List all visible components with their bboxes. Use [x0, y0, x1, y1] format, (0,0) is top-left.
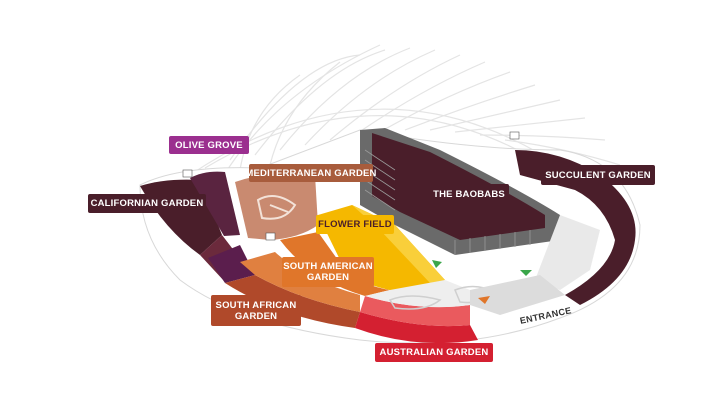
- label-succulent-text: SUCCULENT GARDEN: [545, 169, 651, 181]
- label-south-american-garden[interactable]: SOUTH AMERICAN GARDEN: [282, 257, 374, 287]
- label-south-african-line2: GARDEN: [234, 310, 278, 322]
- area-succulent-inner: [535, 215, 600, 290]
- area-succulent-outer: [565, 240, 635, 305]
- label-mediterranean-text: MEDITERRANEAN GARDEN: [245, 167, 377, 179]
- label-baobabs-text: THE BAOBABS: [433, 188, 505, 200]
- area-plaza: [365, 280, 470, 308]
- label-olive-grove-text: OLIVE GROVE: [175, 139, 243, 151]
- label-flower-field-text: FLOWER FIELD: [318, 219, 392, 230]
- label-australian-text: AUSTRALIAN GARDEN: [379, 347, 489, 358]
- area-australian-inner: [360, 296, 470, 327]
- area-purple-section: [208, 245, 255, 283]
- label-australian-garden[interactable]: AUSTRALIAN GARDEN: [375, 343, 493, 362]
- label-olive-grove[interactable]: OLIVE GROVE: [169, 136, 249, 154]
- mediterranean-paths: [256, 195, 297, 220]
- label-californian-garden[interactable]: CALIFORNIAN GARDEN: [88, 194, 206, 213]
- label-succulent-garden[interactable]: SUCCULENT GARDEN: [541, 165, 655, 185]
- direction-arrow-icon: [432, 260, 532, 276]
- direction-arrow-icon: [478, 296, 490, 304]
- entrance-walkway: [470, 275, 565, 315]
- toilet-icon: [182, 131, 520, 241]
- area-australian-garden[interactable]: [355, 312, 478, 344]
- label-flower-field[interactable]: FLOWER FIELD: [316, 215, 394, 234]
- label-south-american-line2: GARDEN: [306, 272, 350, 283]
- area-olive-grove[interactable]: [190, 171, 240, 236]
- label-south-american-line1: SOUTH AMERICAN: [283, 261, 373, 272]
- label-californian-text: CALIFORNIAN GARDEN: [90, 198, 204, 209]
- label-south-african-line1: SOUTH AFRICAN: [215, 299, 297, 311]
- label-south-african-garden[interactable]: SOUTH AFRICAN GARDEN: [211, 295, 301, 326]
- label-mediterranean-garden[interactable]: MEDITERRANEAN GARDEN: [245, 164, 376, 182]
- label-baobabs[interactable]: THE BAOBABS: [429, 184, 509, 204]
